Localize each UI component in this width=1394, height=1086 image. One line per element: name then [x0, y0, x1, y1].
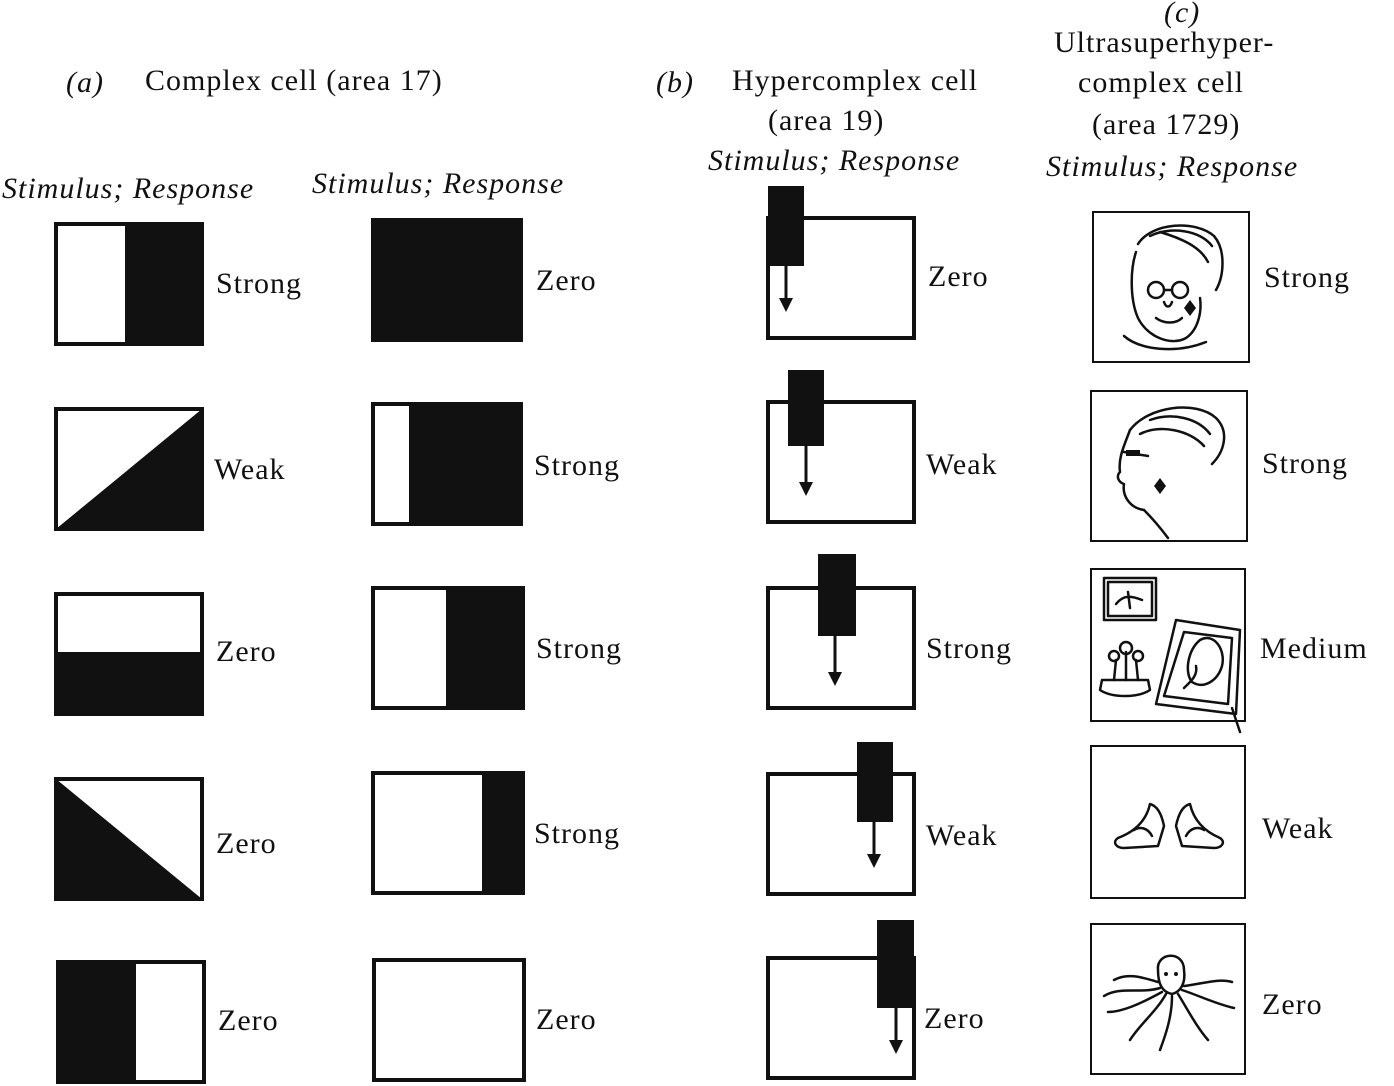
stimulus-a1-2 — [54, 407, 204, 531]
response-c-3: Medium — [1260, 632, 1368, 665]
panel-c-title-line2: complex cell — [1078, 66, 1244, 99]
stimulus-c-4 — [1090, 745, 1246, 899]
response-a1-4: Zero — [216, 827, 277, 860]
response-b-4: Weak — [926, 819, 998, 852]
panel-a-col2-header: Stimulus; Response — [312, 167, 564, 200]
response-b-3: Strong — [926, 632, 1012, 665]
response-a2-3: Strong — [536, 632, 622, 665]
octopus-icon — [1102, 954, 1236, 1052]
response-a2-5: Zero — [536, 1003, 597, 1036]
stimulus-a1-4 — [54, 777, 204, 901]
response-c-2: Strong — [1262, 447, 1348, 480]
stimulus-c-1 — [1092, 211, 1250, 363]
stimulus-a1-5 — [56, 960, 206, 1084]
response-c-4: Weak — [1262, 812, 1334, 845]
stimulus-b-3 — [766, 554, 916, 710]
panel-c-col-header: Stimulus; Response — [1046, 150, 1298, 183]
room-with-portrait-icon — [1098, 576, 1242, 734]
stimulus-b-1 — [766, 186, 916, 340]
response-a2-2: Strong — [534, 449, 620, 482]
stimulus-b-4 — [766, 742, 916, 896]
stimulus-a2-3 — [371, 586, 525, 710]
stimulus-c-5 — [1090, 923, 1246, 1075]
grandmother-profile-icon — [1116, 406, 1226, 540]
stimulus-c-2 — [1090, 390, 1248, 542]
grandmother-face-icon — [1122, 224, 1224, 351]
stimulus-b-2 — [766, 370, 916, 524]
stimulus-a1-3 — [54, 592, 204, 716]
response-a2-4: Strong — [534, 817, 620, 850]
response-a1-1: Strong — [216, 267, 302, 300]
panel-b-marker: (b) — [656, 66, 694, 99]
panel-c-title-line1: Ultrasuperhyper- — [1054, 26, 1274, 59]
panel-b-title-line2: (area 19) — [768, 104, 884, 137]
panel-b-title-line1: Hypercomplex cell — [732, 64, 978, 97]
stimulus-c-3 — [1090, 568, 1246, 734]
response-a1-3: Zero — [216, 635, 277, 668]
response-b-2: Weak — [926, 448, 998, 481]
pair-of-shoes-icon — [1113, 802, 1225, 850]
response-a1-2: Weak — [214, 453, 286, 486]
panel-b-col-header: Stimulus; Response — [708, 144, 960, 177]
response-c-1: Strong — [1264, 261, 1350, 294]
stimulus-a1-1 — [54, 222, 204, 346]
response-c-5: Zero — [1262, 988, 1323, 1021]
response-b-1: Zero — [928, 260, 989, 293]
stimulus-a2-5 — [372, 958, 526, 1082]
response-a2-1: Zero — [536, 264, 597, 297]
stimulus-a2-2 — [371, 402, 523, 526]
stimulus-b-5 — [766, 920, 916, 1080]
stimulus-a2-1 — [371, 218, 523, 342]
stimulus-a2-4 — [371, 771, 525, 895]
response-a1-5: Zero — [218, 1004, 279, 1037]
response-b-5: Zero — [924, 1002, 985, 1035]
panel-a-col1-header: Stimulus; Response — [2, 172, 254, 205]
panel-c-title-line3: (area 1729) — [1092, 108, 1240, 141]
panel-a-title: Complex cell (area 17) — [145, 64, 443, 97]
panel-c-marker: (c) — [1164, 0, 1200, 29]
panel-a-marker: (a) — [66, 66, 104, 99]
